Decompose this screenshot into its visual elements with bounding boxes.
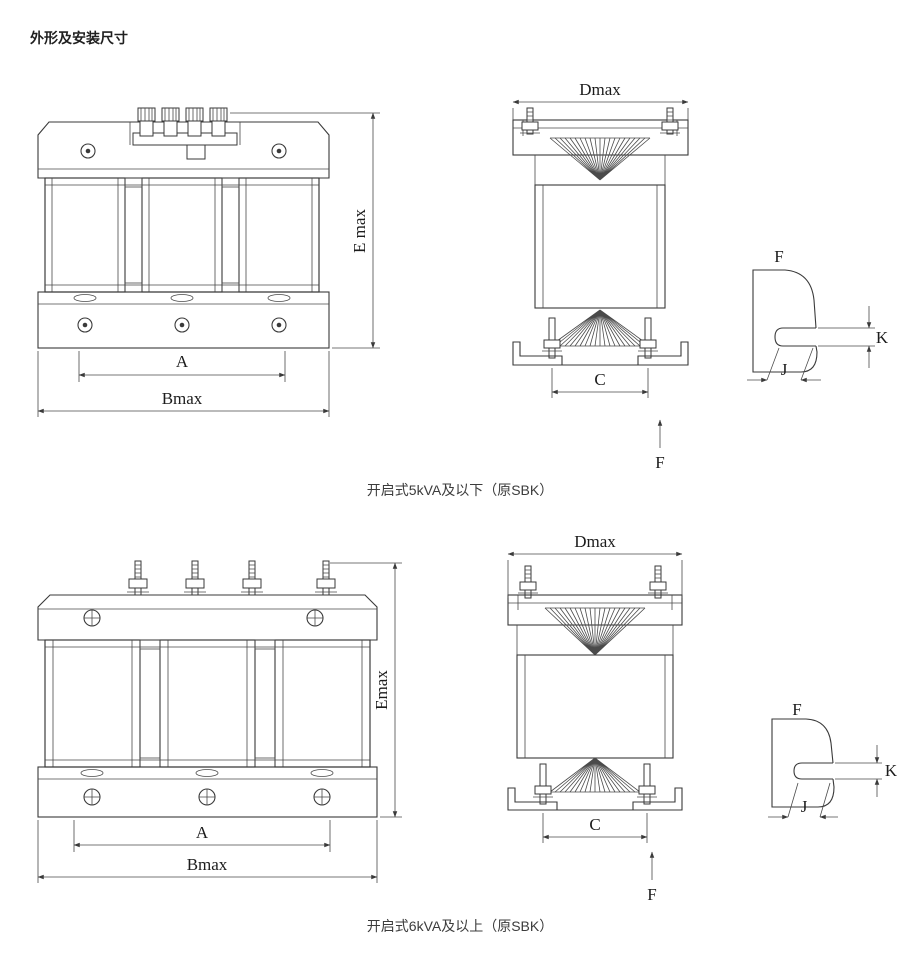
dim-dmax-label: Dmax — [579, 80, 621, 99]
dim-bmax-label: Bmax — [187, 855, 228, 874]
front-view-drawing — [37, 560, 378, 818]
figure1-caption: 开启式5kVA及以下（原SBK） — [366, 482, 554, 498]
dim-c-label: C — [594, 370, 605, 389]
figure1-slot-detail: F K J — [747, 247, 889, 383]
slot-detail-dimensions — [747, 306, 875, 383]
figure2-side-view: Dmax C F — [507, 532, 683, 904]
front-view-drawing — [37, 107, 330, 349]
dim-k-label: K — [885, 761, 898, 780]
front-view-dimensions — [37, 112, 380, 417]
terminal-rail — [132, 132, 238, 146]
dim-c-label: C — [589, 815, 600, 834]
figure1-side-view: Dmax C F — [512, 80, 689, 472]
f-arrow-label: F — [655, 453, 664, 472]
side-view-drawing — [512, 107, 689, 366]
detail-f-label: F — [792, 700, 801, 719]
slot-detail-drawing — [752, 269, 818, 373]
dim-bmax-label: Bmax — [162, 389, 203, 408]
figure1-front-view: A Bmax E max — [37, 107, 380, 417]
side-view-dimensions — [512, 99, 689, 448]
figure2-front-view: A Bmax Emax — [37, 560, 402, 883]
dim-a-label: A — [196, 823, 209, 842]
dim-emax-label: Emax — [372, 670, 391, 710]
slot-detail-drawing — [771, 718, 835, 808]
dim-a-label: A — [176, 352, 189, 371]
page-title: 外形及安装尺寸 — [30, 30, 128, 46]
dim-k-label: K — [876, 328, 889, 347]
dim-emax-label: E max — [350, 209, 369, 253]
side-view-drawing — [507, 565, 683, 811]
slot-detail-dimensions — [768, 745, 882, 820]
dim-dmax-label: Dmax — [574, 532, 616, 551]
dim-j-label: J — [801, 797, 808, 816]
dim-j-label: J — [781, 360, 788, 379]
figure2-caption: 开启式6kVA及以上（原SBK） — [366, 918, 554, 934]
front-view-dimensions — [37, 562, 402, 883]
figure2-slot-detail: F K J — [768, 700, 898, 820]
detail-f-label: F — [774, 247, 783, 266]
side-view-dimensions — [507, 551, 683, 880]
f-arrow-label: F — [647, 885, 656, 904]
terminal-connector — [186, 144, 206, 160]
